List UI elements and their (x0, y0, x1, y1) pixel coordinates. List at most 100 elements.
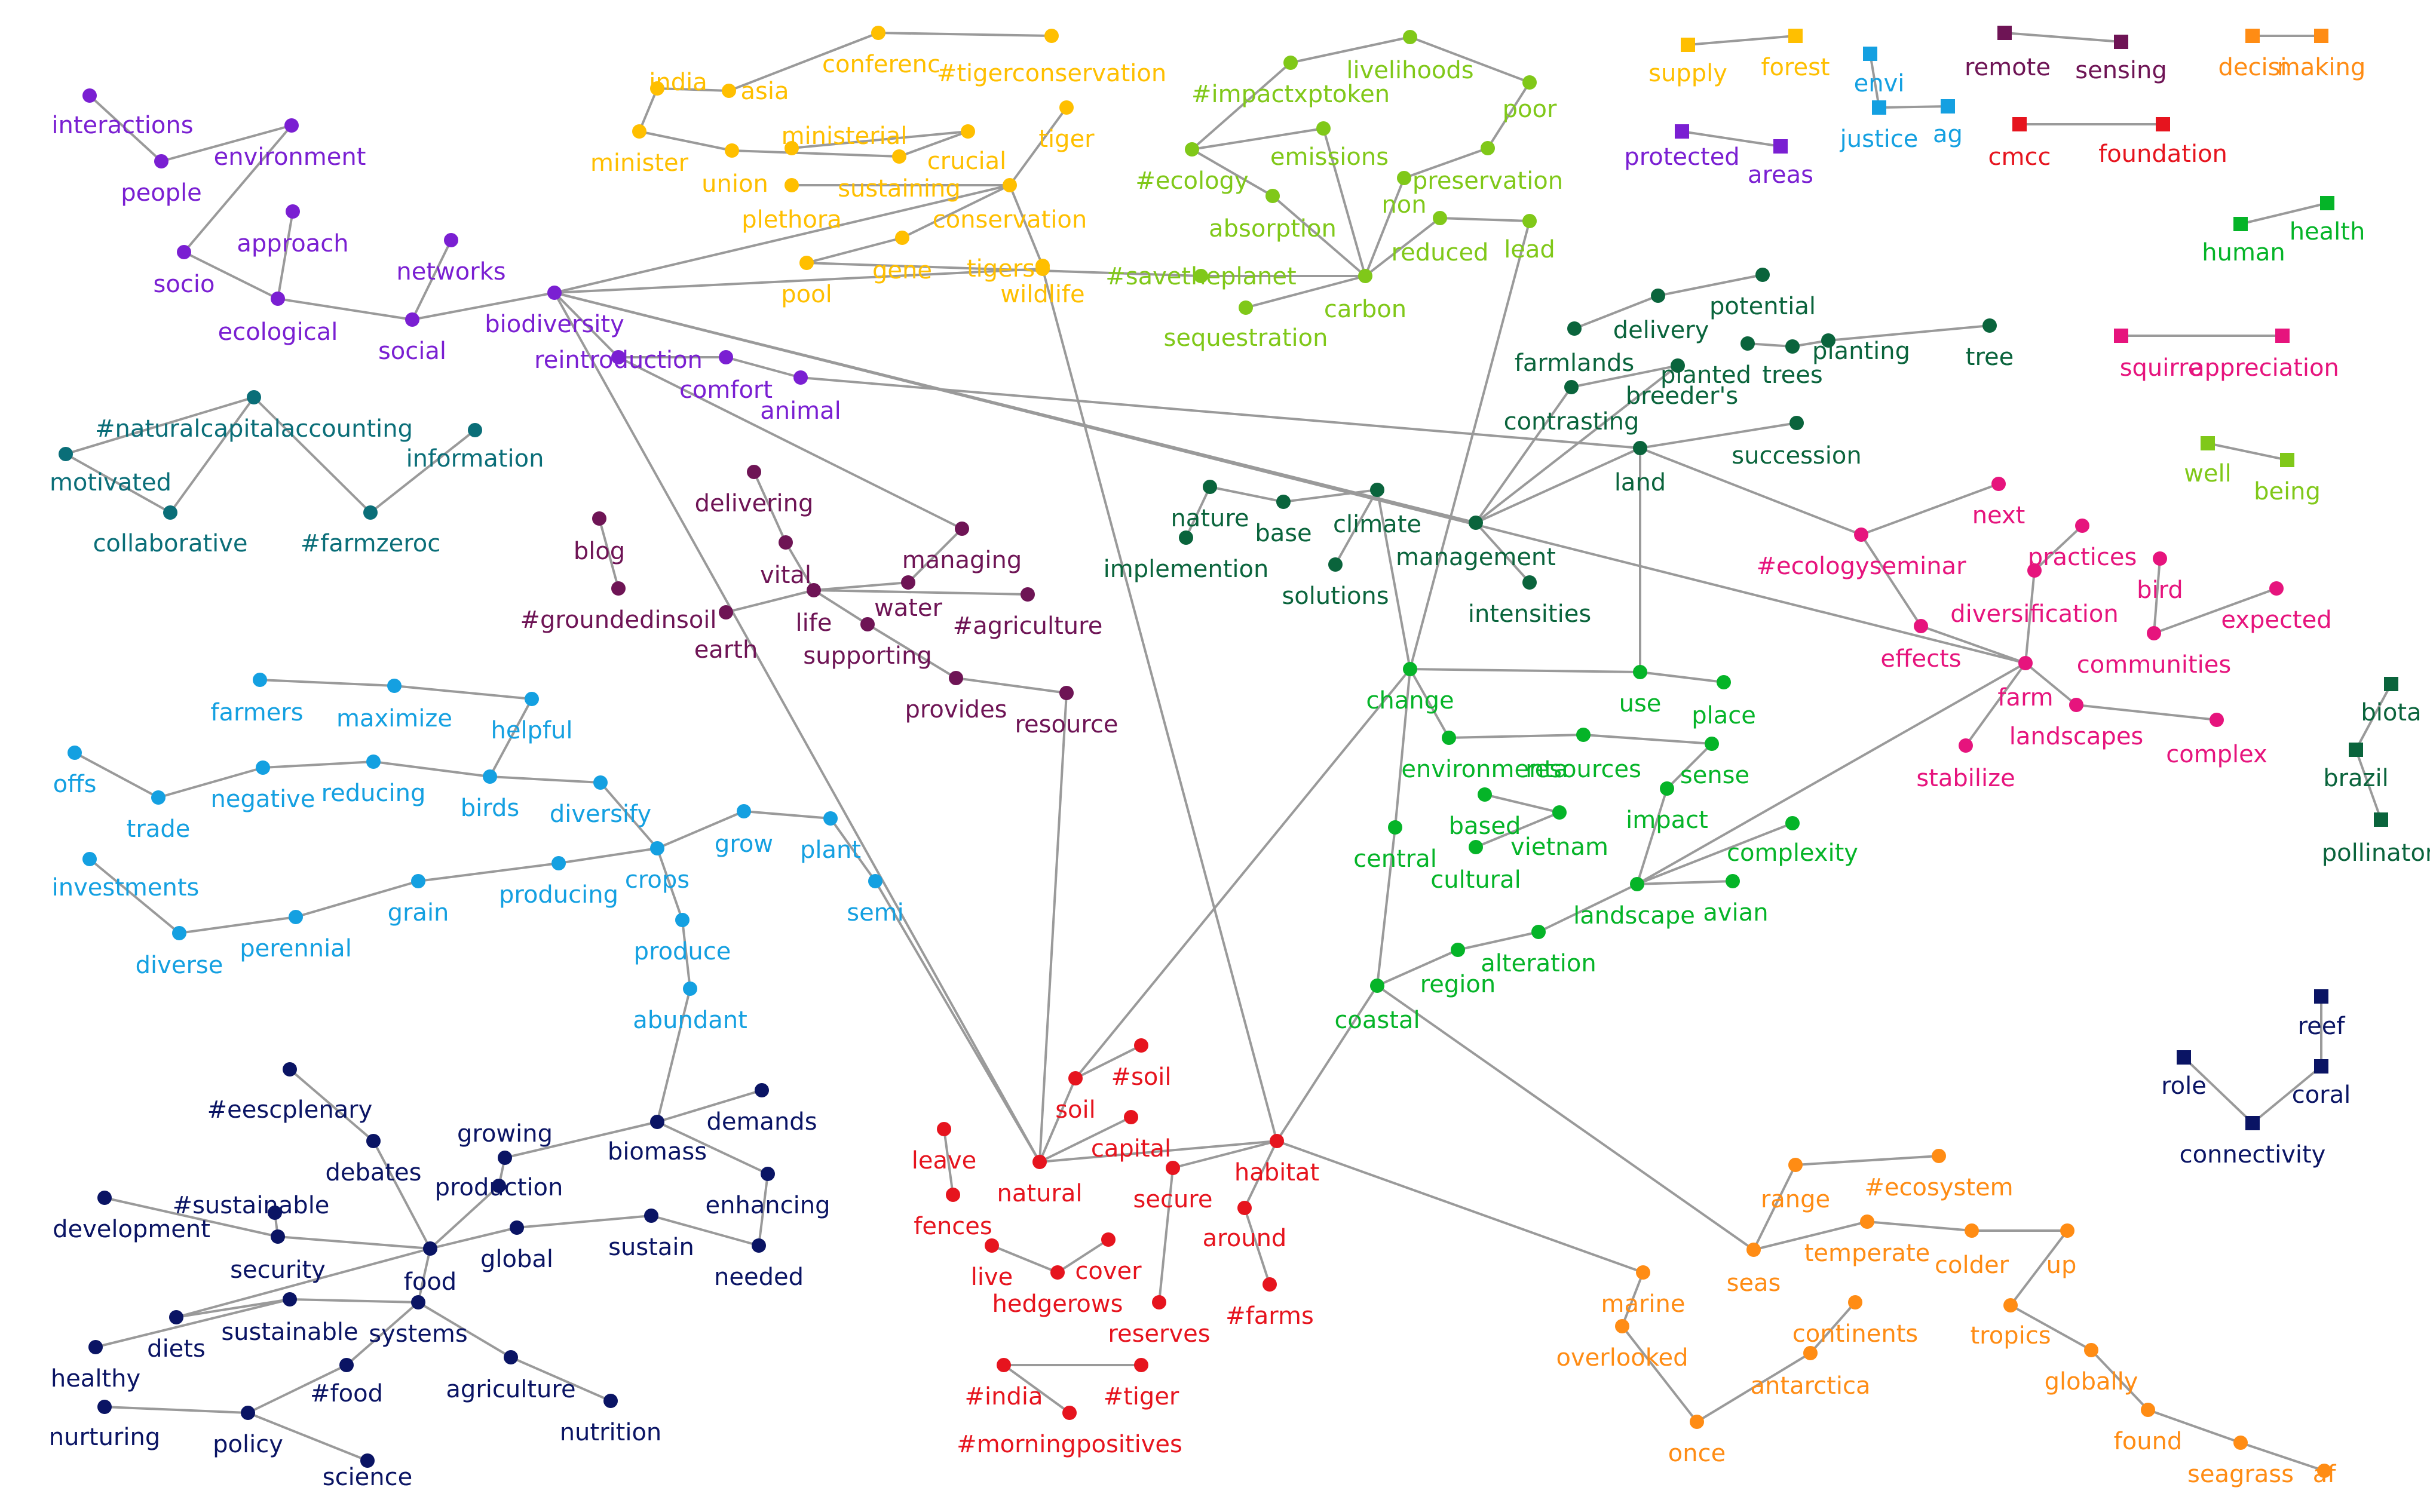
node-abundant: abundant (633, 982, 747, 1034)
node-label-nature: nature (1170, 505, 1249, 532)
edge-naturalcapital-motivated (65, 396, 255, 455)
node-marker-role (2177, 1050, 2191, 1065)
node-ecologyseminar: #ecologyseminar (1756, 527, 1966, 580)
edge-farmers-maximize (259, 679, 395, 687)
node-marker-ecological (271, 292, 285, 306)
node-label-socio: socio (154, 271, 215, 298)
node-tiger_tag: #tiger (1104, 1358, 1179, 1410)
node-label-bird: bird (2137, 576, 2183, 604)
node-marker-based (1478, 787, 1492, 802)
node-marker-food_tag (339, 1358, 354, 1372)
edge-conservation-gene (902, 184, 1010, 239)
node-label-seas: seas (1727, 1269, 1781, 1297)
edge-biodiversity-reintroduction (553, 292, 620, 358)
node-alteration: alteration (1481, 925, 1596, 977)
node-up: up (2046, 1223, 2076, 1279)
node-marker-security (271, 1229, 285, 1244)
node-marker-groundedinsoil (611, 581, 626, 596)
node-label-policy: policy (213, 1431, 283, 1458)
edge-vietnam-cultural (1475, 811, 1560, 848)
edge-agriculture-nutrition (510, 1356, 611, 1402)
node-label-sustainable: sustainable (221, 1318, 358, 1346)
node-marker-natural (1032, 1155, 1047, 1169)
node-around: around (1203, 1201, 1286, 1252)
node-marker-brazil (2349, 743, 2363, 757)
node-marker-managing (955, 522, 969, 536)
node-label-people: people (121, 179, 202, 207)
node-label-trees: trees (1762, 361, 1822, 389)
node-label-ecosystem_tag: #ecosystem (1864, 1174, 2013, 1201)
node-label-connectivity: connectivity (2180, 1141, 2326, 1168)
node-label-resources: resources (1525, 756, 1641, 783)
node-label-being: being (2254, 478, 2321, 505)
node-conference: conferenc (822, 26, 940, 78)
node-label-sustain: sustain (608, 1234, 694, 1261)
node-label-planting: planting (1812, 338, 1910, 365)
node-label-ecologyseminar: #ecologyseminar (1756, 553, 1966, 580)
node-label-systems: systems (369, 1320, 467, 1348)
node-marker-human (2233, 217, 2248, 231)
node-marker-ag (1941, 99, 1955, 114)
edge-grain-producing (418, 862, 559, 882)
edge-hedgerows-cover (1056, 1238, 1110, 1274)
edge-biodiversity-natural (553, 292, 1041, 1163)
edge-life-agriculture_tag (813, 589, 1028, 596)
node-sustainable_tag: #sustainable (173, 1192, 329, 1220)
node-label-motivated: motivated (50, 469, 171, 496)
node-tiger: tiger (1038, 100, 1095, 153)
node-forest: forest (1761, 29, 1830, 81)
node-marker-ecology_tag (1185, 142, 1199, 157)
node-label-land: land (1614, 469, 1666, 496)
edge-reduced-carbon (1364, 217, 1441, 277)
node-label-coral: coral (2292, 1081, 2351, 1109)
edge-capital-natural (1039, 1116, 1132, 1163)
node-marker-ecosystem_tag (1932, 1149, 1946, 1163)
node-marker-impactxptoken (1283, 56, 1298, 70)
node-preservation: preservation (1412, 141, 1563, 195)
node-animal: animal (760, 370, 841, 425)
node-marker-emissions (1316, 121, 1331, 136)
edge-supply-forest (1687, 35, 1796, 46)
node-label-complexity: complexity (1727, 839, 1858, 867)
edge-impact-landscape (1636, 788, 1668, 885)
node-marker-once (1690, 1415, 1704, 1429)
node-temperate: temperate (1804, 1214, 1930, 1267)
edge-remote-sensing (2004, 32, 2122, 43)
node-marker-nurturing (97, 1400, 112, 1414)
edge-maximize-helpful (394, 685, 532, 700)
edge-land-management (1475, 447, 1641, 524)
node-marker-gene (895, 231, 909, 245)
node-marker-use (1633, 665, 1647, 679)
node-foundation: foundation (2098, 117, 2227, 168)
edge-nature-base (1209, 486, 1284, 503)
node-label-soil: soil (1055, 1096, 1096, 1124)
node-label-central: central (1353, 845, 1437, 873)
node-protected: protected (1624, 124, 1740, 171)
node-label-carbon: carbon (1324, 296, 1406, 323)
edge-brazil-pollinaton (2355, 749, 2382, 820)
node-live: live (971, 1238, 1013, 1291)
node-label-offs: offs (53, 771, 97, 798)
node-marker-abundant (683, 982, 697, 996)
node-landscapes: landscapes (2009, 698, 2143, 750)
node-label-biomass: biomass (608, 1138, 707, 1166)
node-savetheplanet: #savetheplanet (1105, 263, 1296, 290)
node-marker-science (360, 1453, 375, 1468)
node-label-blog: blog (574, 538, 625, 565)
node-collaborative: collaborative (93, 505, 248, 557)
node-label-based: based (1449, 812, 1521, 840)
node-marker-vietnam (1552, 805, 1567, 820)
edge-soil-change (1074, 668, 1411, 1079)
node-label-farm: farm (1997, 684, 2053, 711)
node-marker-areas (1773, 139, 1788, 154)
edge-producing-crops (558, 847, 658, 864)
node-marker-life (807, 583, 821, 597)
node-ag: ag (1933, 99, 1963, 148)
node-growing: growing (457, 1120, 553, 1165)
node-fences: fences (914, 1188, 992, 1240)
node-carbon: carbon (1324, 269, 1406, 323)
edge-minister-union (639, 130, 733, 152)
edge-ecology_tag-emissions (1191, 127, 1324, 151)
edge-approach-ecological (277, 211, 294, 299)
